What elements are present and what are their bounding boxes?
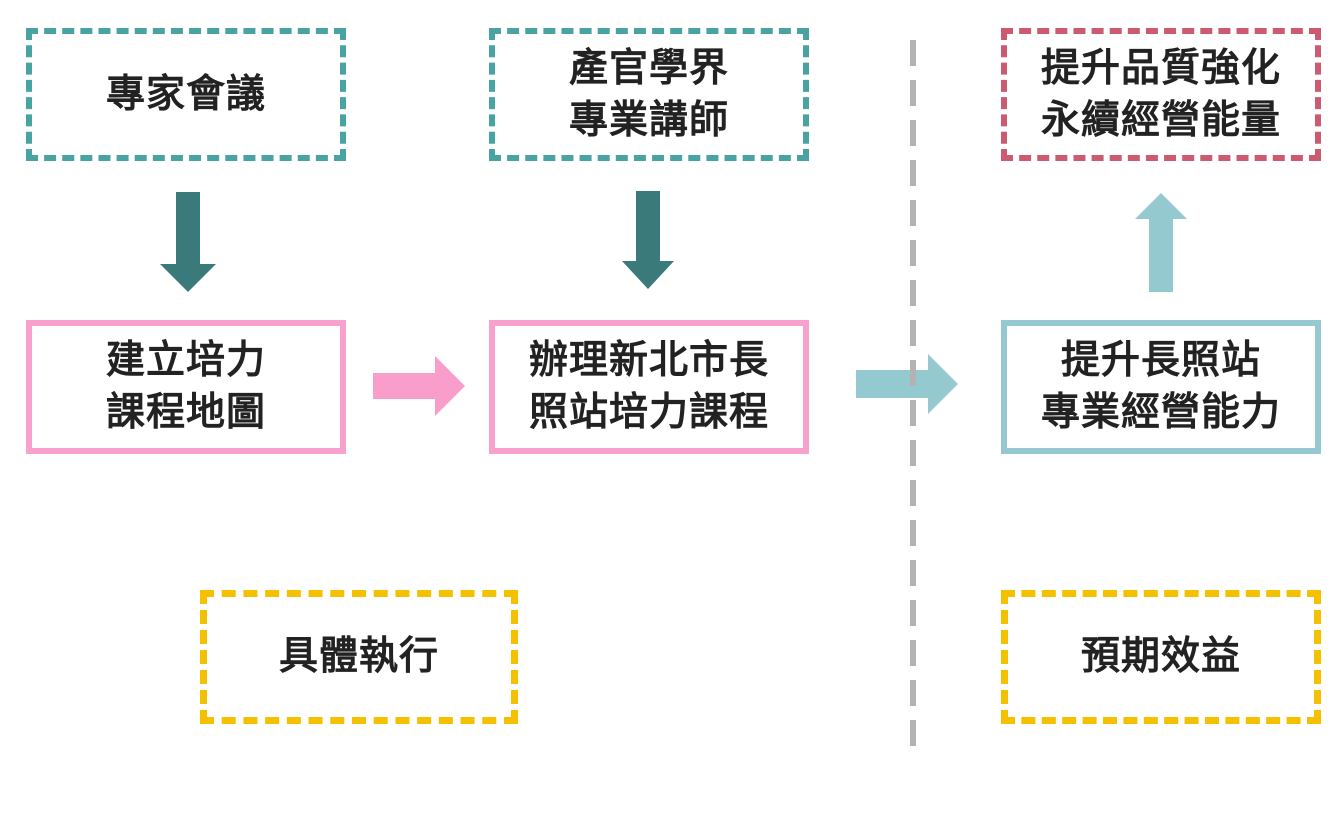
lecturers-label: 產官學界 專業講師 <box>568 45 729 143</box>
up-arrow-right <box>1135 193 1187 292</box>
lecturers-box: 產官學界 專業講師 <box>489 28 809 161</box>
execution-legend-box: 具體執行 <box>200 590 518 724</box>
right-arrow-pink <box>373 356 465 416</box>
down-arrow-middle <box>622 191 674 289</box>
down-arrow-left <box>160 192 216 292</box>
management-label: 提升長照站 專業經營能力 <box>1040 338 1281 435</box>
expert-meeting-box: 專家會議 <box>26 28 346 161</box>
phase-divider <box>910 40 916 750</box>
execution-legend-label: 具體執行 <box>278 634 439 679</box>
courses-label: 辦理新北市長 照站培力課程 <box>528 338 769 435</box>
training-map-box: 建立培力 課程地圖 <box>26 320 346 454</box>
quality-outcome-box: 提升品質強化 永續經營能量 <box>1001 28 1321 161</box>
expert-meeting-label: 專家會議 <box>105 71 266 117</box>
right-arrow-blue <box>856 354 958 414</box>
quality-outcome-label: 提升品質強化 永續經營能量 <box>1040 45 1281 143</box>
benefit-legend-box: 預期效益 <box>1001 590 1321 724</box>
courses-box: 辦理新北市長 照站培力課程 <box>489 320 809 454</box>
management-box: 提升長照站 專業經營能力 <box>1001 320 1321 454</box>
benefit-legend-label: 預期效益 <box>1080 634 1241 679</box>
training-map-label: 建立培力 課程地圖 <box>105 338 266 435</box>
